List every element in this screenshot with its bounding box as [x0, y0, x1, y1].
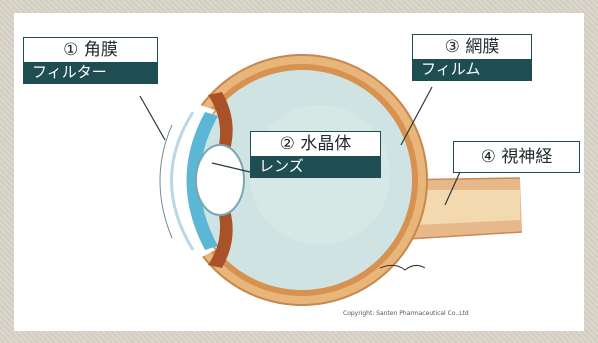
optic-nerve-label: ④ 視神経	[453, 141, 580, 173]
lens	[196, 145, 244, 215]
lens-label-title: ② 水晶体	[251, 132, 380, 156]
retina-label: ③ 網膜 フィルム	[412, 34, 532, 81]
cornea-label-role: フィルター	[24, 62, 157, 83]
lens-label: ② 水晶体 レンズ	[250, 131, 381, 178]
retina-label-role: フィルム	[413, 59, 531, 80]
cornea-label: ① 角膜 フィルター	[23, 37, 158, 84]
copyright-text: Copyright: Santen Pharmaceutical Co.,Ltd	[343, 310, 469, 317]
cornea-label-title: ① 角膜	[24, 38, 157, 62]
retina-label-title: ③ 網膜	[413, 35, 531, 59]
lens-label-role: レンズ	[251, 156, 380, 177]
